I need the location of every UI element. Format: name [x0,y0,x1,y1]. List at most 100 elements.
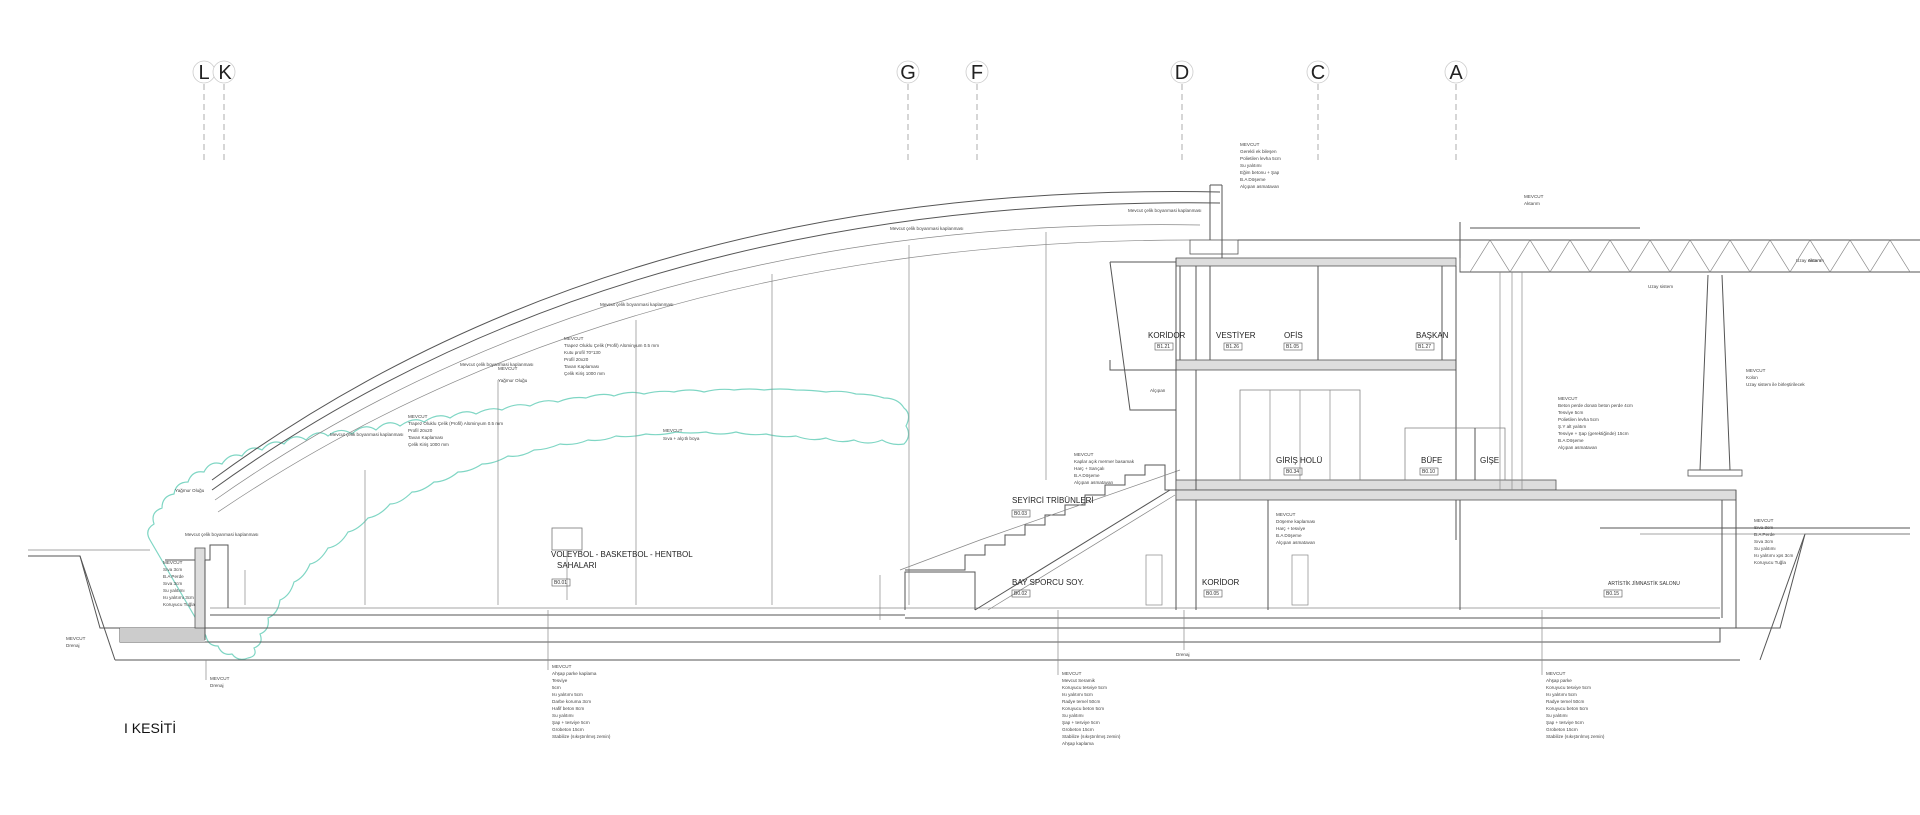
note-yagmur: Yağmur Oluğu [175,488,205,493]
room-code: B1.21 [1157,344,1170,350]
note-line: Çelik Kiriş 1000 mm [408,442,449,447]
note-line: Polietilen levha 5cm [1240,156,1281,161]
note-line: Ş.Y alt yalıtım [1558,424,1586,429]
note-line: B.A Döşeme [1276,533,1302,538]
note-line: Darbe koruma 3cm [552,699,591,704]
note-line: Alçıpan asmatavan [1276,540,1316,545]
leader-lines [205,610,1543,680]
note-mevcut: MEVCUT [66,636,86,641]
note-line: Polietilen levha 5cm [1558,417,1599,422]
basketball-hoop [551,527,583,600]
note-line: Eğim betonu + Şap [1240,170,1280,175]
ground [28,527,1910,661]
note-line: B.A Döşeme [1240,177,1266,182]
note-mevcut: MEVCUT [1754,518,1774,523]
note-line: Trapez Oluklu Çelik (Profil) Alüminyum 0… [408,421,503,426]
note-mevcut: MEVCUT [210,676,230,681]
note-line: Isı yalıtımı xps 3cm [1754,553,1793,558]
note-line: Harç + Sarıçalı [1074,466,1105,471]
axis-f: F [965,60,989,160]
note-line: Şap + tesviye 5cm [1546,720,1584,725]
note-drenaj: Drenaj [210,683,224,688]
note-line: B.A Perde [1754,532,1775,537]
left-abutment [165,544,246,640]
note-line: Stabilize (sıkıştırılmış zemin) [1546,734,1605,739]
room-code: B0.34 [1286,469,1299,475]
grid-axes: L K G F D C A [192,60,1468,160]
room-bay-sporcu: BAY SPORCU SOY. [1012,578,1084,587]
room-koridor-lower: KORİDOR [1202,578,1240,587]
note-line: Su yalıtımı [1240,163,1262,168]
note-mevcut: MEVCUT [1746,368,1766,373]
tribunes [879,464,1181,620]
note-celik-3: Mevcut çelik boyanmasi kaplanması [460,362,534,367]
axis-k: K [212,60,236,160]
note-mevcut: MEVCUT [408,414,428,419]
note-line: Sıva 3cm [163,581,182,586]
note-line: Uzay sistem [1648,284,1673,289]
note-line: Su yalıtımı [552,713,574,718]
note-line: Tesviye + Şap (gerektiğinde) 15cm [1558,431,1629,436]
note-line: B.A Döşeme [1074,473,1100,478]
note-mevcut: MEVCUT [1240,142,1260,147]
note-line: Koruyucu beton 5cm [1546,706,1588,711]
room-code: B0.10 [1422,469,1435,475]
axis-label: L [198,62,209,84]
note-mevcut: MEVCUT [1074,452,1094,457]
note-line: Tesviye [552,678,568,683]
note-drenaj: Drenaj [66,643,80,648]
note-line: Koruyucu tesviye 5cm [1546,685,1591,690]
note-line: Isı yalıtımı 5cm [552,692,583,697]
axis-a: A [1444,60,1468,160]
drawing-title: I KESİTİ [124,719,176,736]
note-line: 5cm [552,685,561,690]
note-line: Radye temel 50cm [1546,699,1584,704]
note-line: Grobeton 15cm [1062,727,1094,732]
note-line: Şap + tesviye 5cm [552,720,590,725]
room-code: B0.15 [1606,591,1619,597]
note-line: Isı yalıtımı 3cm [163,595,194,600]
note-line: Profil 20x20 [408,428,433,433]
room-bufe: BÜFE [1421,456,1442,465]
room-code: B0.05 [1206,591,1219,597]
note-line: Ahşap kaplama [1062,741,1094,746]
room-vestiyer: VESTİYER [1216,331,1256,340]
note-line: Grobeton 15cm [552,727,584,732]
note-line: Ahşap parke kaplama [552,671,597,676]
room-voleybol-2: SAHALARI [557,561,597,570]
note-mevcut: MEVCUT [663,428,683,433]
note-line: Mevcut Seramik [1062,678,1096,683]
note-line: Koruyucu Tuğla [1754,560,1786,565]
room-giris-holu: GİRİŞ HOLÜ [1276,456,1322,465]
note-line: Gerekli ek bileşen [1240,149,1277,154]
note-mevcut: MEVCUT [163,560,183,565]
axis-l: L [192,60,216,160]
note-alc: Alçıpan [1150,388,1166,393]
note-celik: Mevcut çelik boyanmasi kaplanması [185,532,259,537]
note-line: Şap + tesviye 5cm [1062,720,1100,725]
note-line: Trapez Oluklu Çelik (Profil) Alüminyum 0… [564,343,659,348]
note-line: Su yalıtımı [1062,713,1084,718]
note-line: Uzay sistem ile birleştirilecek [1746,382,1805,387]
note-line: Tavan Kaplaması [408,435,443,440]
annotations: Yağmur Oluğu Mevcut çelik boyanmasi kapl… [66,142,1824,746]
note-line: Stabilize (sıkıştırılmış zemin) [1062,734,1121,739]
axis-g: G [896,60,920,160]
note-line: Sıva + alçıtlı boya [663,436,700,441]
note-line: Koruyucu Tuğla [163,602,195,607]
note-celik-2: Mevcut çelik boyanmasi kaplanması [330,432,404,437]
note-line: Çelik Kiriş 1000 mm [564,371,605,376]
note-line: Aktarım [1808,258,1824,263]
note-line: Kutu profil 70*130 [564,350,601,355]
note-mevcut-roof: MEVCUT [498,366,518,371]
axis-c: C [1306,60,1330,160]
note-line: Grobeton 15cm [1546,727,1578,732]
note-line: Döşeme kaplaması [1276,519,1315,524]
note-line: Sıva 3cm [163,567,182,572]
axis-label: C [1311,62,1325,84]
note-yagmur-2: Yağmur Oluğu [498,378,528,383]
note-mevcut: MEVCUT [1558,396,1578,401]
note-drenaj: Drenaj [1176,652,1190,657]
room-koridor-upper: KORİDOR [1148,331,1186,340]
